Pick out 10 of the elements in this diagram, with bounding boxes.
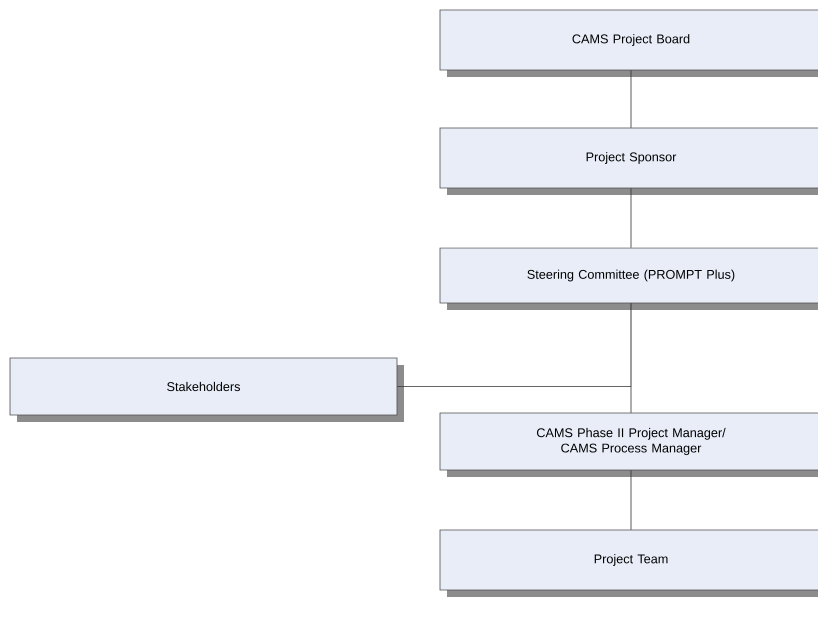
org-box: CAMS Phase II Project Manager/ CAMS Process Manager (440, 412, 818, 477)
connector-line (397, 303, 632, 387)
org-box: Project Team (440, 530, 818, 597)
org-box: CAMS Project Board (440, 10, 818, 77)
org-box: Project Sponsor (440, 128, 818, 195)
connector-line (630, 70, 632, 128)
connector-line (630, 188, 632, 248)
org-box: Stakeholders (10, 358, 404, 422)
connector-line (630, 470, 632, 530)
org-box: Steering Committee (PROMPT Plus) (440, 248, 818, 310)
